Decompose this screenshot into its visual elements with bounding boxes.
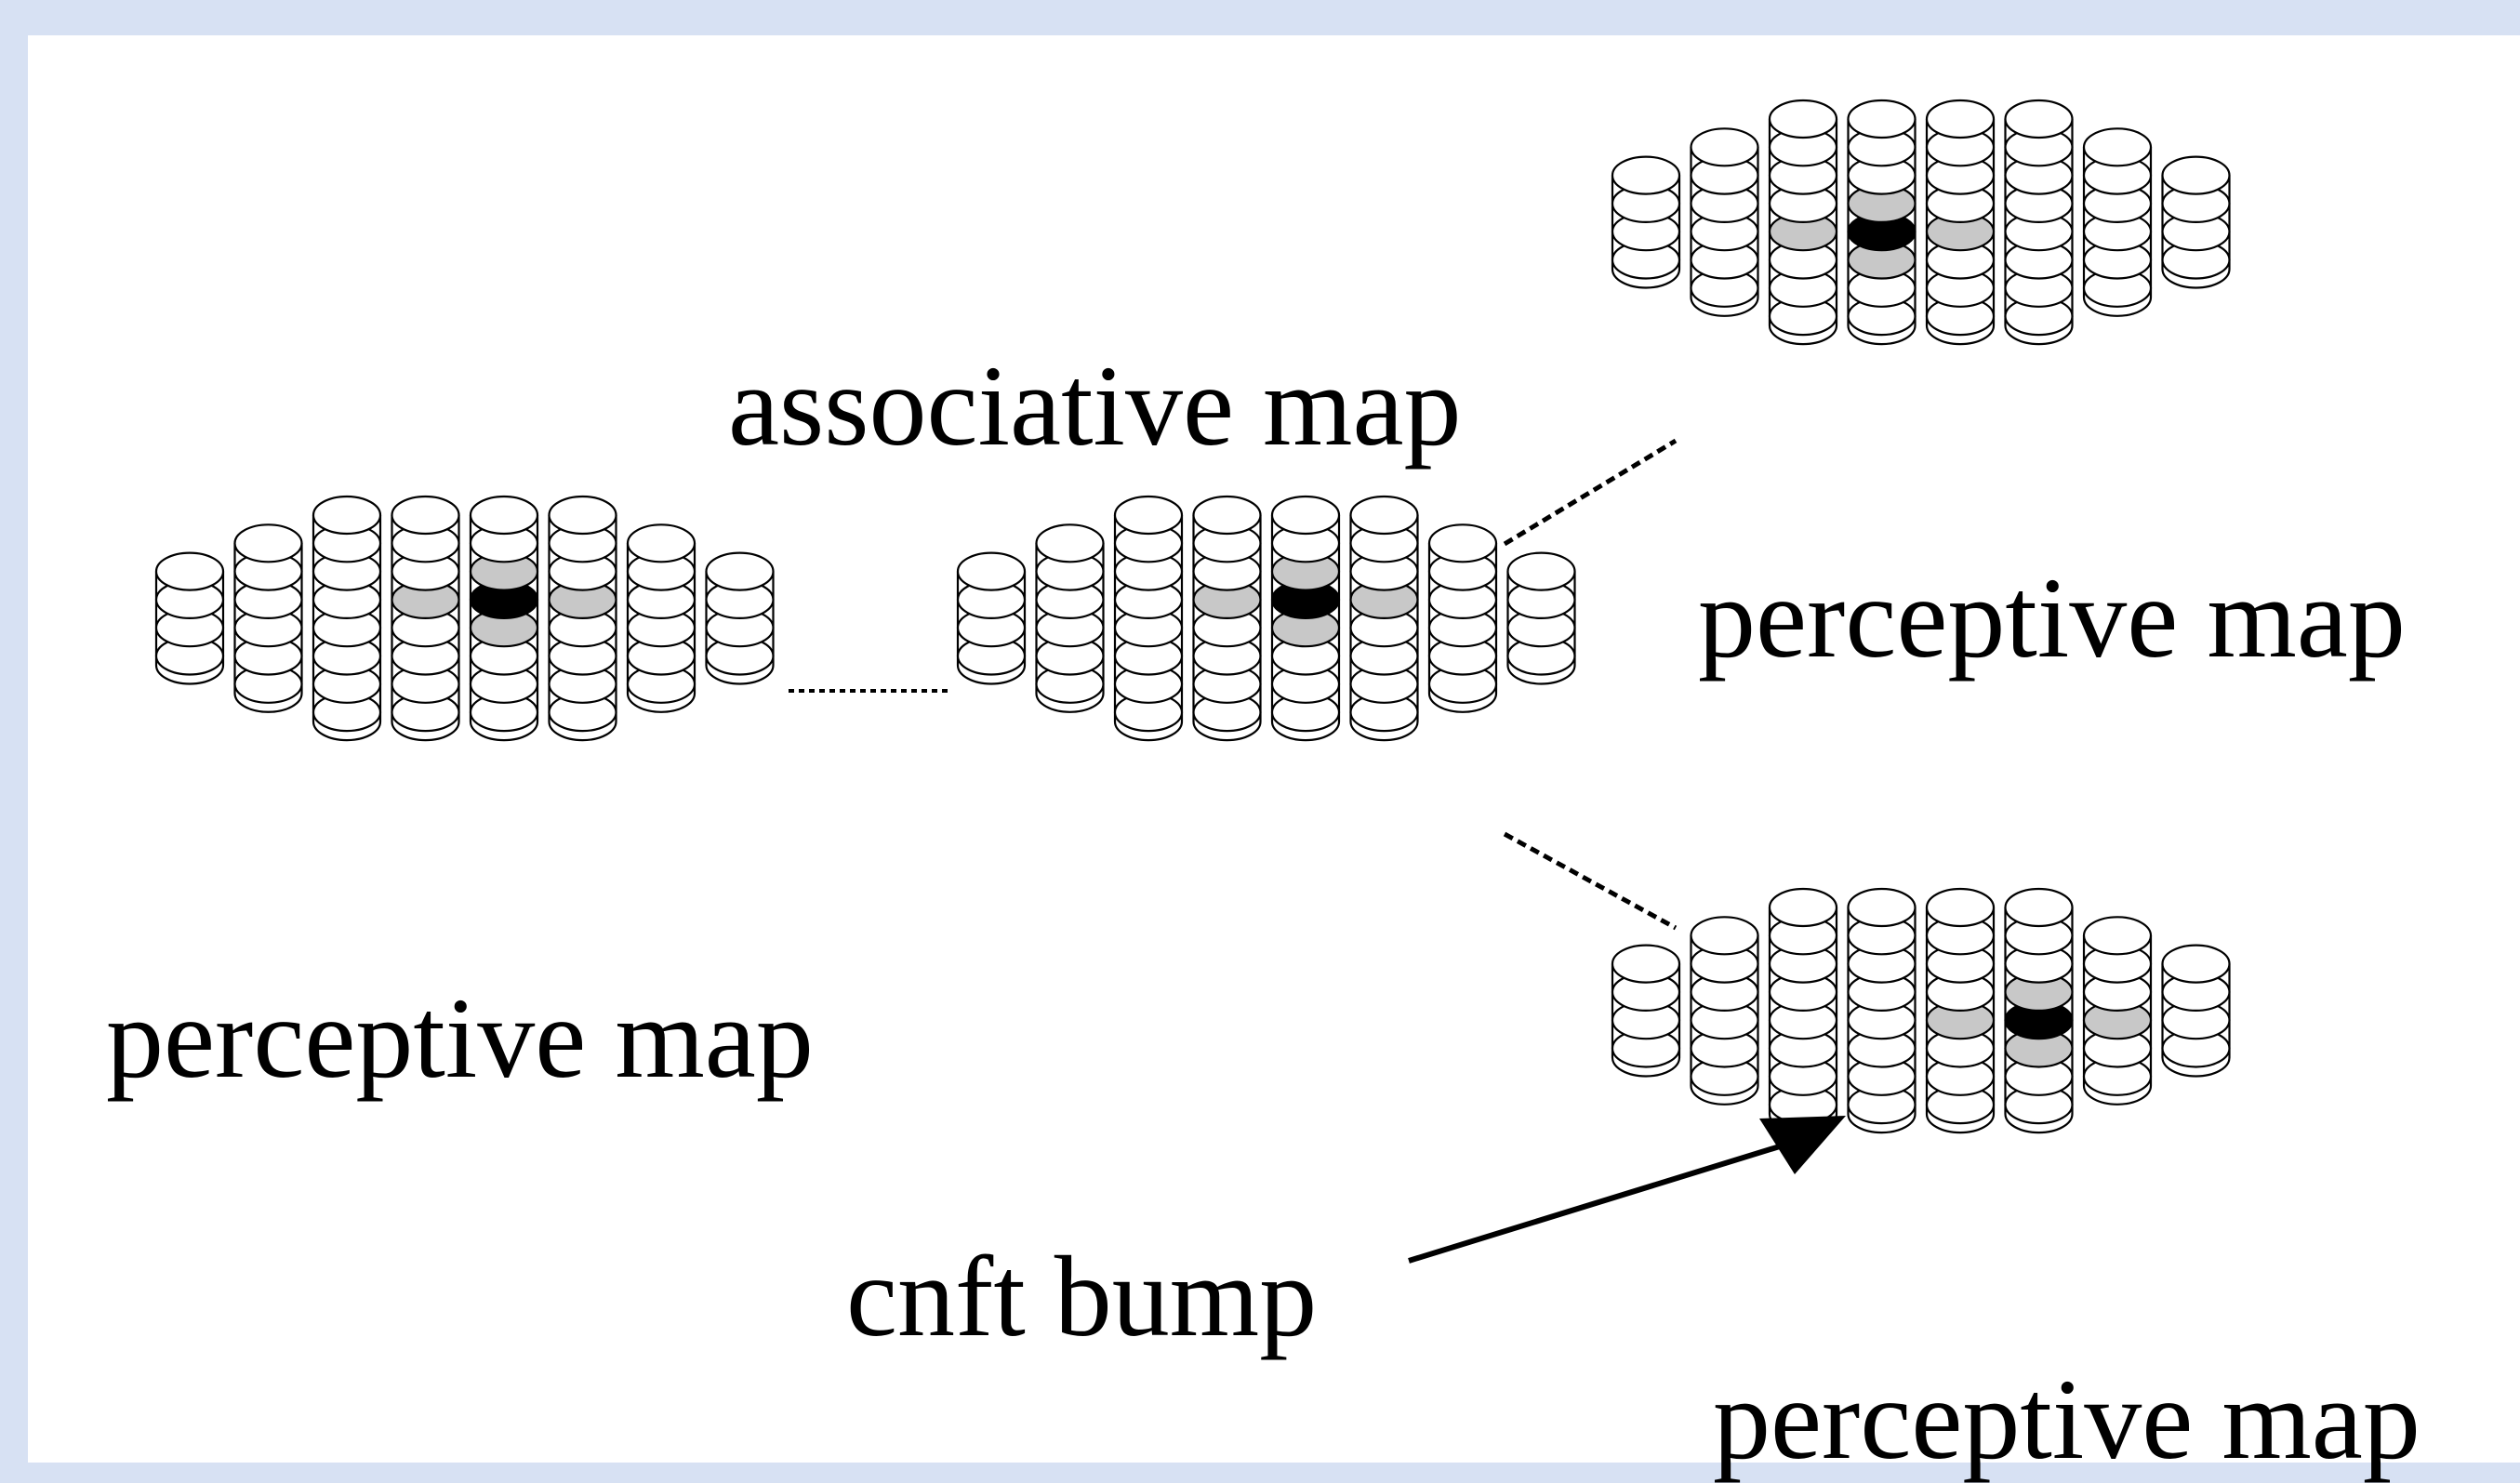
map-connections [789, 438, 1678, 931]
neuron-cell [1768, 99, 1838, 139]
map-column [1847, 887, 1917, 1134]
neuron-cell [548, 495, 617, 536]
map-column [1925, 99, 1996, 346]
neuron-cell [233, 523, 303, 563]
map-column [1768, 99, 1838, 346]
map-column [2082, 127, 2153, 317]
perceptive-map-left [154, 495, 775, 742]
neuron-cell [2004, 99, 2074, 139]
neuron-cell [626, 523, 696, 563]
cnft-bump-label: cnft bump [846, 1233, 1318, 1360]
map-column [1768, 887, 1838, 1134]
map-column [154, 551, 225, 685]
neuron-cell [1925, 887, 1996, 928]
neuron-cell [1611, 155, 1681, 195]
map-column [1611, 944, 1681, 1078]
map-column [1035, 523, 1105, 713]
neuron-cell [1427, 523, 1498, 563]
neuron-cell [1113, 495, 1184, 536]
map-column [705, 551, 775, 685]
neuron-cell [312, 495, 382, 536]
map-column [1925, 887, 1996, 1134]
arrow-head-icon [1759, 1116, 1846, 1174]
perceptive-map-top-right [1611, 99, 2231, 346]
map-column [233, 523, 303, 713]
neuron-cell [391, 495, 460, 536]
map-column [1506, 551, 1576, 685]
map-column [469, 495, 539, 742]
associative-map-label: associative map [728, 342, 1462, 470]
neuron-cell [1847, 887, 1917, 928]
neuron-cell [705, 551, 775, 591]
perceptive-map-top-right-label: perceptive map [1698, 554, 2406, 682]
neuron-cell [1768, 887, 1838, 928]
neuron-cell [154, 551, 225, 591]
map-column [2161, 944, 2231, 1078]
neuron-cell [956, 551, 1027, 591]
neuron-cell [1192, 495, 1262, 536]
perceptive-map-bottom-right-label: perceptive map [1713, 1356, 2421, 1483]
neuron-cell [1506, 551, 1576, 591]
map-column [1349, 495, 1419, 742]
map-column [1690, 916, 1759, 1106]
neuron-cell [2082, 916, 2153, 956]
map-column [1192, 495, 1262, 742]
diagram-canvas: associative map perceptive map perceptiv… [28, 35, 2520, 1477]
neuron-cell [1847, 99, 1917, 139]
associative-map [956, 495, 1576, 742]
map-column [1847, 99, 1917, 346]
link-associative-to-bottom-right [1503, 831, 1678, 931]
neuron-cell [2161, 155, 2231, 195]
neuron-cell [1690, 127, 1759, 167]
neuron-cell [469, 495, 539, 536]
neuron-cell [1035, 523, 1105, 563]
map-column [312, 495, 382, 742]
neural-maps [154, 99, 2231, 1134]
map-column [391, 495, 460, 742]
map-column [2004, 99, 2074, 346]
map-column [2082, 916, 2153, 1106]
neuron-cell [1690, 916, 1759, 956]
map-column [548, 495, 617, 742]
neuron-cell [2161, 944, 2231, 984]
map-column [1270, 495, 1341, 742]
neuron-cell [2004, 887, 2074, 928]
neuron-cell [2082, 127, 2153, 167]
neuron-cell [1611, 944, 1681, 984]
map-column [1427, 523, 1498, 713]
cnft-bump-pointer [1408, 1116, 1846, 1264]
neural-field-diagram [154, 99, 2231, 1264]
neuron-cell [1270, 495, 1341, 536]
map-column [1113, 495, 1184, 742]
neuron-cell [1925, 99, 1996, 139]
map-column [1611, 155, 1681, 289]
map-column [2161, 155, 2231, 289]
map-column [2004, 887, 2074, 1134]
map-column [956, 551, 1027, 685]
map-column [1690, 127, 1759, 317]
arrow-shaft [1408, 1139, 1796, 1264]
perceptive-map-bottom-right [1611, 887, 2231, 1134]
neuron-cell [1349, 495, 1419, 536]
link-associative-to-top-right [1503, 438, 1678, 547]
map-column [626, 523, 696, 713]
perceptive-map-left-label: perceptive map [106, 974, 814, 1102]
